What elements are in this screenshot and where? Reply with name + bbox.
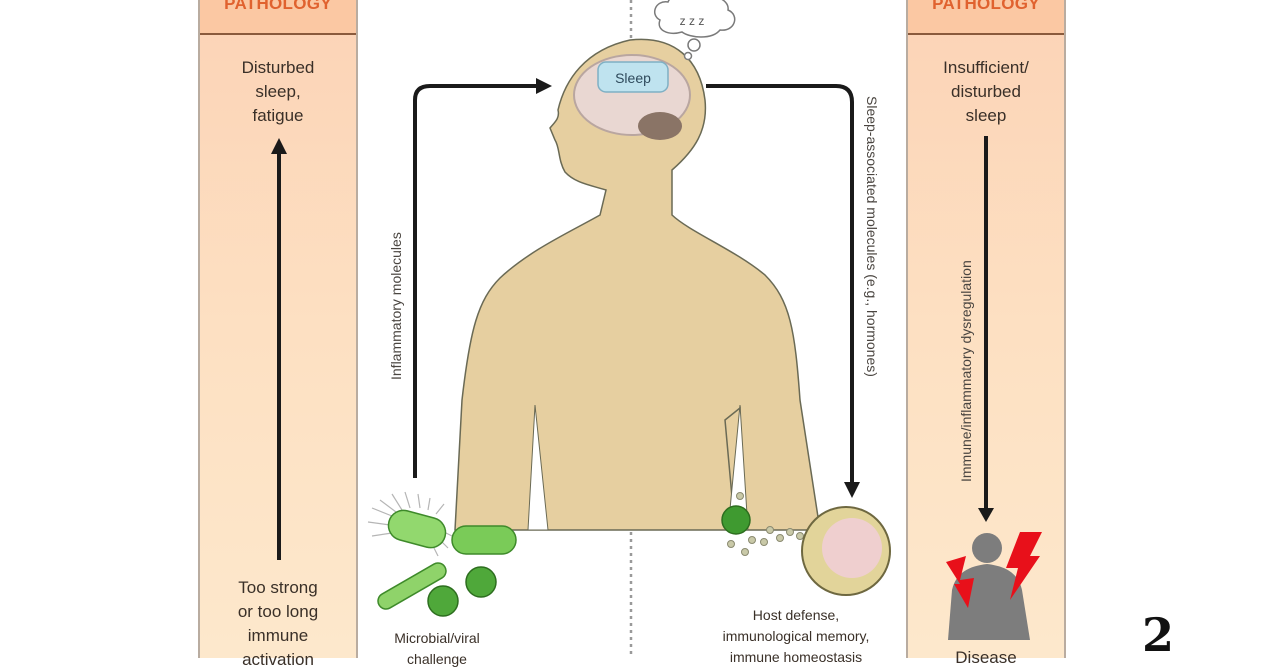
immune-cell-nucleus — [822, 518, 882, 578]
zzz-text: z z z — [680, 14, 705, 28]
host-defense-caption: Host defense, immunological memory, immu… — [690, 605, 902, 668]
inflammatory-molecules-label: Inflammatory molecules — [388, 232, 404, 380]
left-panel-title: PATHOLOGY — [224, 0, 332, 13]
left-panel-header: PATHOLOGY — [200, 0, 356, 35]
disease-silhouette — [946, 532, 1042, 640]
secreted-particles — [727, 492, 804, 556]
sleep-box — [597, 61, 669, 93]
virus-3 — [721, 505, 751, 535]
bacterium-rod-2 — [451, 525, 517, 555]
microbial-caption-line-1: Microbial/viral — [394, 630, 480, 646]
bacterium-rod-3 — [377, 562, 447, 610]
right-panel-title: PATHOLOGY — [932, 0, 1040, 13]
microbes — [367, 491, 517, 617]
left-bottom-line-3: immune — [247, 626, 309, 645]
left-top-line-3: fatigue — [252, 106, 304, 125]
sleep-label: Sleep — [615, 70, 651, 86]
immune-cell-group — [721, 492, 891, 596]
left-top-line-1: Disturbed — [241, 58, 315, 77]
human-body — [454, 38, 821, 531]
left-panel-up-arrow — [271, 138, 287, 560]
lightning-left-icon — [946, 556, 974, 608]
virus-1 — [465, 566, 497, 598]
inflammatory-arrow — [413, 78, 552, 478]
sleep-associated-molecules-label: Sleep-associated molecules (e.g., hormon… — [864, 96, 880, 377]
sleep-molecules-arrow — [706, 84, 860, 498]
bacterium-rod-1 — [387, 509, 447, 549]
left-panel-top-text: Disturbed sleep, fatigue — [200, 56, 356, 128]
right-top-line-1: Insufficient/ — [943, 58, 1029, 77]
virus-2 — [427, 585, 459, 617]
lightning-right-icon — [1006, 532, 1042, 600]
right-top-line-2: disturbed — [951, 82, 1021, 101]
brain: Sleep — [573, 54, 691, 140]
microbial-caption-line-2: challenge — [407, 651, 467, 667]
right-panel-down-arrow — [978, 136, 994, 522]
host-caption-line-2: immunological memory, — [722, 628, 870, 644]
right-top-line-3: sleep — [965, 106, 1007, 125]
host-caption-line-1: Host defense, — [752, 607, 840, 623]
right-panel-header: PATHOLOGY — [908, 0, 1064, 35]
immune-dysregulation-label: Immune/inflammatory dysregulation — [958, 260, 974, 482]
figure-number: 2 — [1142, 608, 1175, 662]
microbial-challenge-caption: Microbial/viral challenge — [372, 628, 502, 670]
left-top-line-2: sleep, — [255, 82, 301, 101]
thought-bubble: z z z — [653, 0, 736, 61]
diagram-artwork: Sleep z z z — [271, 0, 1042, 658]
left-bottom-line-2: or too long — [237, 602, 319, 621]
left-bottom-line-1: Too strong — [238, 578, 318, 597]
right-panel-top-text: Insufficient/ disturbed sleep — [908, 56, 1064, 128]
